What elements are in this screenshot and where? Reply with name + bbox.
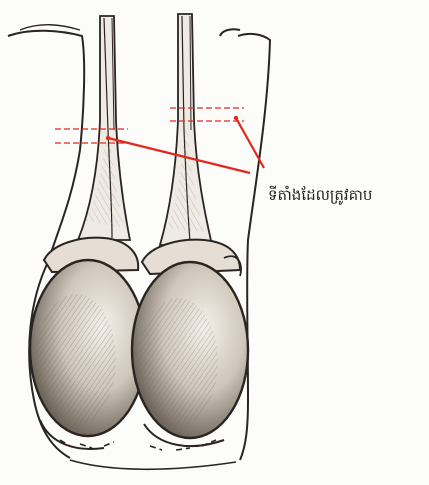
- pointer-line-right: [236, 118, 264, 168]
- cut-location-label: ទីតាំងដែលត្រូវគាប: [268, 186, 372, 208]
- left-testis: [30, 238, 146, 449]
- annotation-markers: [55, 108, 264, 173]
- pointer-dot-right: [234, 116, 238, 120]
- left-spermatic-cord: [78, 16, 130, 240]
- right-spermatic-cord: [160, 14, 212, 245]
- right-testis: [132, 240, 248, 446]
- pointer-dot-left: [106, 136, 110, 140]
